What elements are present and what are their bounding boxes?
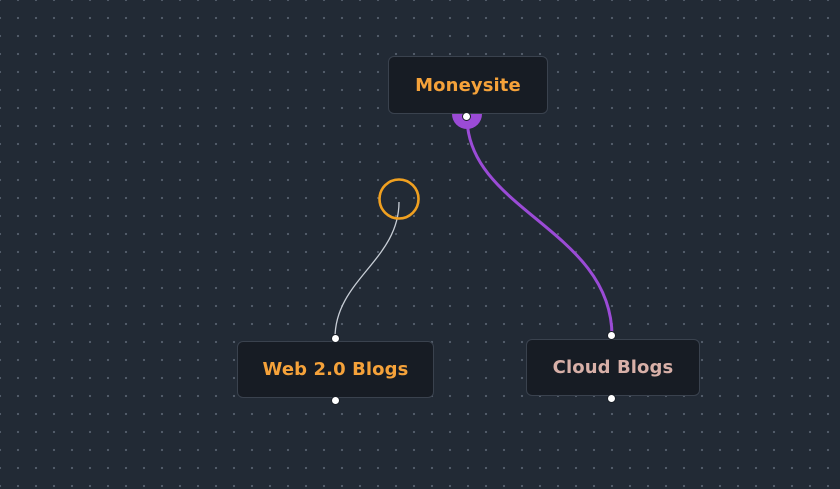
node-moneysite[interactable]: Moneysite [388, 56, 548, 114]
node-cloud-blogs-label: Cloud Blogs [552, 357, 674, 378]
cloud-blogs-source-handle[interactable] [607, 394, 616, 403]
web20-blogs-target-handle[interactable] [331, 334, 340, 343]
connection-cursor-icon [378, 178, 420, 220]
moneysite-source-handle[interactable] [462, 112, 471, 121]
pending-connection-line [334, 201, 400, 339]
cloud-blogs-target-handle[interactable] [607, 331, 616, 340]
web20-blogs-source-handle[interactable] [331, 396, 340, 405]
node-cloud-blogs[interactable]: Cloud Blogs [526, 339, 700, 396]
edge-moneysite-to-cloud-blogs[interactable] [465, 115, 614, 338]
moneysite-source-handle-highlight [452, 114, 482, 129]
node-web20-blogs-label: Web 2.0 Blogs [262, 359, 409, 380]
node-moneysite-label: Moneysite [415, 74, 521, 96]
node-web20-blogs[interactable]: Web 2.0 Blogs [237, 341, 434, 398]
